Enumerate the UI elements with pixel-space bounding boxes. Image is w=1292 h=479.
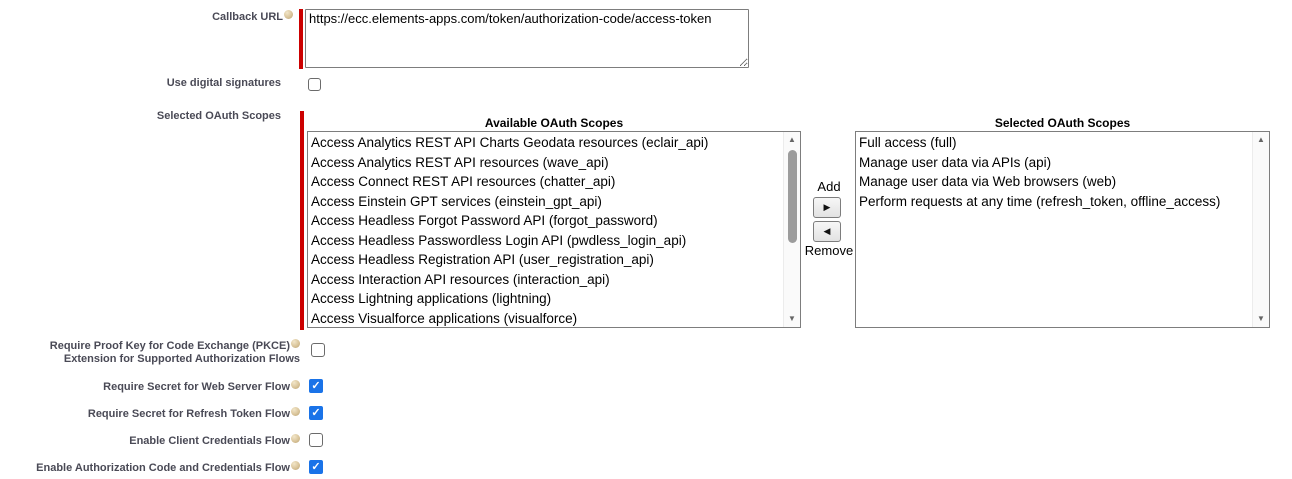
available-scope-option[interactable]: Access Headless Forgot Password API (for… — [311, 213, 658, 228]
available-scope-option[interactable]: Access Analytics REST API resources (wav… — [311, 154, 609, 170]
available-scopes-scrollbar[interactable]: ▲ ▼ — [783, 132, 800, 327]
selected-scope-option[interactable]: Manage user data via Web browsers (web) — [859, 174, 1117, 189]
add-scope-button[interactable]: ▶ — [813, 197, 841, 218]
enable-auth-code-credentials-flow-label: Enable Authorization Code and Credential… — [0, 461, 300, 475]
selected-oauth-scopes-row-label: Selected OAuth Scopes — [0, 110, 281, 123]
available-scope-option[interactable]: Access Lightning applications (lightning… — [311, 291, 552, 306]
selected-scopes-listbox[interactable]: Full access (full) Manage user data via A… — [855, 131, 1270, 328]
use-digital-signatures-label-text: Use digital signatures — [166, 77, 281, 89]
help-icon[interactable] — [291, 407, 300, 416]
pkce-flag-checkbox[interactable] — [311, 343, 325, 357]
selected-scopes-scrollbar[interactable]: ▲ ▼ — [1252, 132, 1269, 327]
selected-scopes-items: Full access (full) Manage user data via A… — [856, 132, 1252, 211]
remove-label: Remove — [804, 243, 854, 258]
scrollbar-thumb[interactable] — [788, 150, 797, 243]
add-label: Add — [817, 179, 841, 194]
enable-client-credentials-flow-label: Enable Client Credentials Flow — [0, 434, 300, 448]
selected-scope-option[interactable]: Manage user data via APIs (api) — [859, 154, 1052, 170]
require-secret-web-server-flow-label-text: Require Secret for Web Server Flow — [103, 381, 290, 393]
enable-auth-code-credentials-flow-label-text: Enable Authorization Code and Credential… — [36, 462, 290, 474]
available-scope-option[interactable]: Access Analytics REST API Charts Geodata… — [311, 135, 709, 150]
right-arrow-icon: ▶ — [823, 202, 831, 212]
remove-scope-button[interactable]: ◀ — [813, 221, 841, 242]
scroll-down-icon[interactable]: ▼ — [1257, 314, 1265, 323]
selected-scopes-header: Selected OAuth Scopes — [994, 116, 1131, 130]
enable-client-credentials-flow-label-text: Enable Client Credentials Flow — [129, 435, 290, 447]
callback-url-input[interactable]: https://ecc.elements-apps.com/token/auth… — [305, 9, 749, 68]
available-scope-option[interactable]: Access Connect REST API resources (chatt… — [311, 174, 616, 189]
use-digital-signatures-checkbox[interactable] — [308, 78, 321, 91]
available-scope-option[interactable]: Access Headless Passwordless Login API (… — [311, 232, 687, 248]
available-scopes-items: Access Analytics REST API Charts Geodata… — [308, 132, 783, 327]
enable-client-credentials-flow-checkbox[interactable] — [309, 433, 323, 447]
scroll-up-icon[interactable]: ▲ — [1257, 135, 1265, 144]
help-icon[interactable] — [284, 10, 293, 19]
available-scope-option[interactable]: Access Headless Registration API (user_r… — [311, 252, 654, 267]
required-field-bar — [299, 9, 303, 69]
help-icon[interactable] — [291, 434, 300, 443]
available-scope-option[interactable]: Access Interaction API resources (intera… — [311, 271, 610, 287]
available-scope-option[interactable]: Access Visualforce applications (visualf… — [311, 310, 578, 326]
selected-oauth-scopes-row-label-text: Selected OAuth Scopes — [156, 110, 281, 122]
require-secret-web-server-flow-label: Require Secret for Web Server Flow — [0, 380, 300, 394]
callback-url-label: Callback URL — [0, 10, 293, 24]
scroll-up-icon[interactable]: ▲ — [788, 135, 796, 144]
enable-auth-code-credentials-flow-checkbox[interactable] — [309, 460, 323, 474]
use-digital-signatures-label: Use digital signatures — [0, 77, 281, 90]
available-scopes-header: Available OAuth Scopes — [484, 116, 624, 130]
scroll-down-icon[interactable]: ▼ — [788, 314, 796, 323]
require-secret-refresh-token-flow-label: Require Secret for Refresh Token Flow — [0, 407, 300, 421]
help-icon[interactable] — [291, 339, 300, 348]
available-scope-option[interactable]: Access Einstein GPT services (einstein_g… — [311, 193, 602, 209]
pkce-flag-label-line2: Extension for Supported Authorization Fl… — [63, 352, 300, 365]
help-icon[interactable] — [291, 461, 300, 470]
selected-scope-option[interactable]: Full access (full) — [859, 135, 957, 150]
require-secret-refresh-token-flow-label-text: Require Secret for Refresh Token Flow — [87, 408, 290, 420]
left-arrow-icon: ◀ — [823, 226, 831, 236]
pkce-flag-label-line1: Require Proof Key for Code Exchange (PKC… — [49, 340, 290, 352]
selected-scope-option[interactable]: Perform requests at any time (refresh_to… — [859, 193, 1221, 209]
pkce-flag-label: Require Proof Key for Code Exchange (PKC… — [0, 339, 300, 365]
callback-url-label-text: Callback URL — [212, 11, 283, 23]
require-secret-refresh-token-flow-checkbox[interactable] — [309, 406, 323, 420]
require-secret-web-server-flow-checkbox[interactable] — [309, 379, 323, 393]
help-icon[interactable] — [291, 380, 300, 389]
available-scopes-listbox[interactable]: Access Analytics REST API Charts Geodata… — [307, 131, 801, 328]
required-field-bar — [300, 111, 304, 330]
